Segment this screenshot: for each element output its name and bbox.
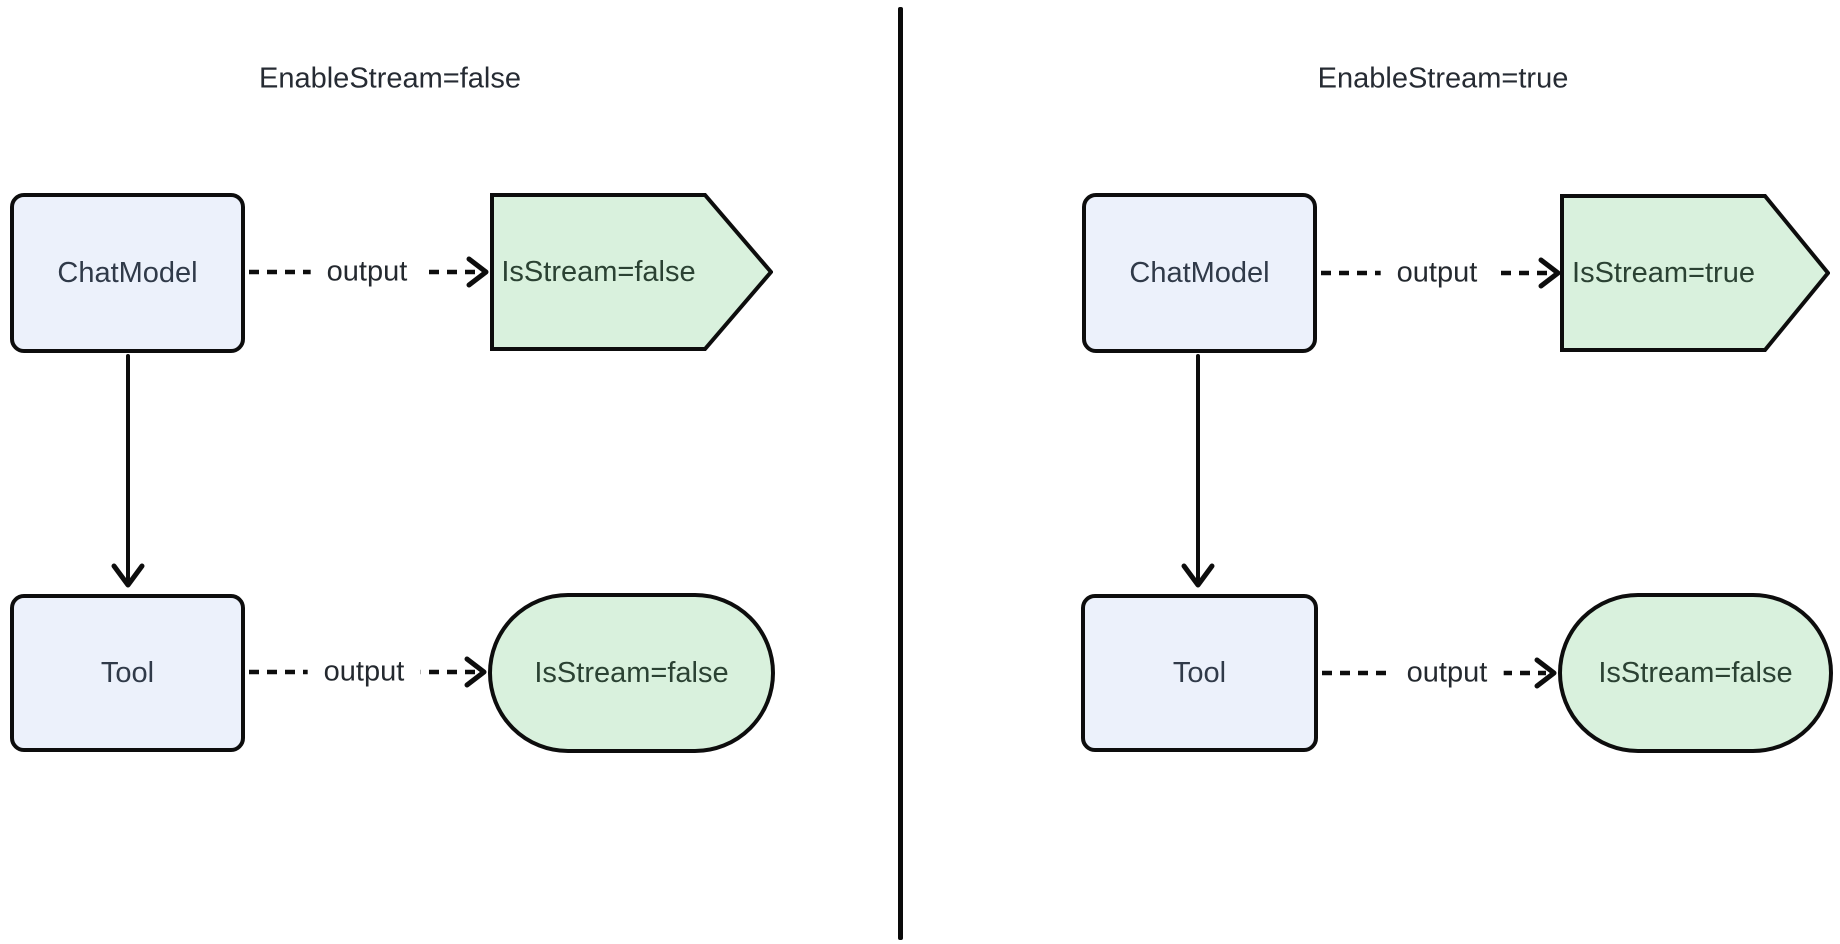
tool-node-right-label: Tool	[1172, 656, 1227, 689]
tool-node-left-label: Tool	[100, 656, 155, 689]
chatmodel-node-right: ChatModel	[1082, 193, 1317, 353]
pentagon-icon	[490, 193, 773, 351]
tool-node-left: Tool	[10, 594, 245, 752]
panel-title-enablestream-true: EnableStream=true	[1317, 62, 1569, 95]
panel-divider	[898, 7, 903, 940]
edge-label-chat-output-left: output	[310, 253, 424, 291]
tool-result-label-left: IsStream=false	[534, 656, 729, 689]
chat-result-shape-right: IsStream=true	[1560, 194, 1830, 352]
tool-result-label-right: IsStream=false	[1598, 656, 1793, 689]
tool-node-right: Tool	[1081, 594, 1318, 752]
chat-result-label-right: IsStream=true	[1572, 256, 1755, 289]
edge-label-tool-output-right: output	[1390, 654, 1504, 692]
pentagon-icon	[1560, 194, 1830, 352]
edge-label-tool-output-left: output	[307, 653, 421, 691]
chat-result-label-left: IsStream=false	[501, 255, 696, 288]
edge-label-chat-output-right: output	[1380, 254, 1494, 292]
tool-result-shape-right: IsStream=false	[1558, 593, 1833, 753]
chatmodel-node-left-label: ChatModel	[57, 256, 198, 289]
panel-title-enablestream-false: EnableStream=false	[259, 62, 521, 95]
chatmodel-node-right-label: ChatModel	[1129, 256, 1270, 289]
edge-chatmodel-to-tool-left-arrow	[111, 354, 145, 588]
chatmodel-node-left: ChatModel	[10, 193, 245, 353]
edge-chatmodel-to-tool-right-arrow	[1181, 354, 1215, 588]
tool-result-shape-left: IsStream=false	[488, 593, 775, 753]
chat-result-shape-left: IsStream=false	[490, 193, 773, 351]
